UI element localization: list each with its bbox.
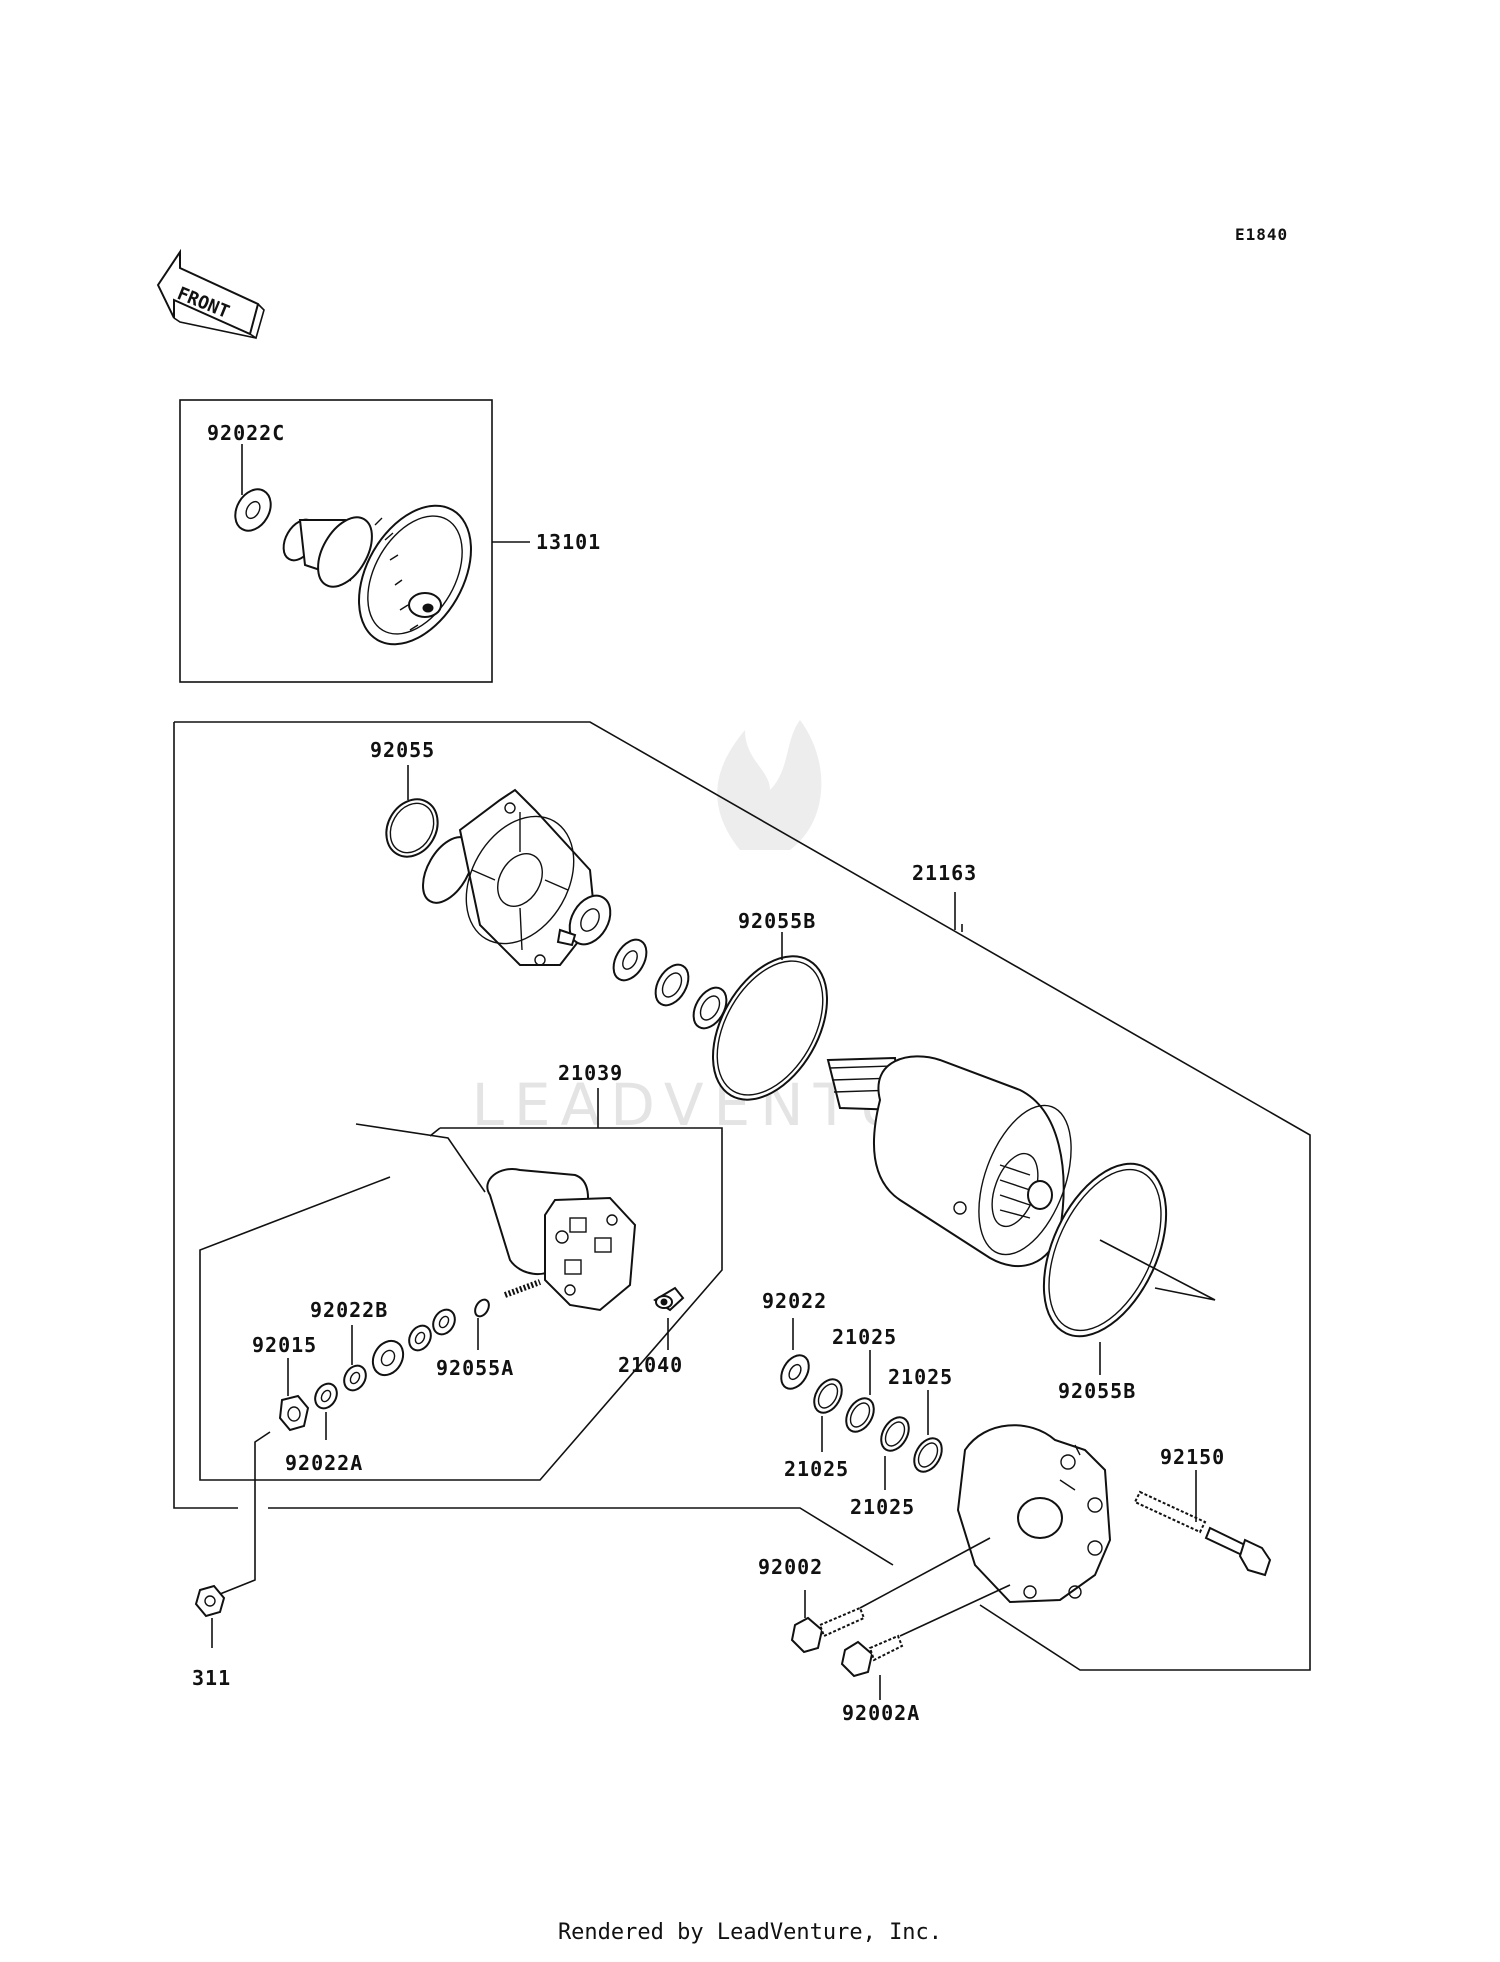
washer-92022C	[234, 488, 272, 532]
yoke-assembly	[826, 1055, 1072, 1267]
diagram-code: E1840	[1235, 225, 1288, 244]
label-21025-b: 21025	[888, 1365, 953, 1389]
label-21039: 21039	[558, 1061, 623, 1085]
label-21025-c: 21025	[784, 1457, 849, 1481]
label-92022: 92022	[762, 1289, 827, 1313]
nut-92015	[278, 1394, 310, 1432]
washers-92022B	[314, 1308, 456, 1410]
label-21025-a: 21025	[832, 1325, 897, 1349]
starter-clutch-box	[179, 399, 493, 683]
oring-92055B-rear	[1042, 1162, 1168, 1338]
label-92022B: 92022B	[310, 1298, 388, 1322]
starter-motor-outline	[174, 721, 1311, 1671]
front-cover	[422, 788, 597, 966]
label-92055: 92055	[370, 738, 435, 762]
bolt-92002	[790, 1606, 866, 1654]
washer-92022	[780, 1354, 810, 1390]
label-311: 311	[192, 1666, 231, 1690]
brush-holder-21039	[486, 1168, 637, 1312]
bolt-92002A	[840, 1634, 904, 1678]
label-21163: 21163	[912, 861, 977, 885]
bolt-92150	[1133, 1490, 1272, 1577]
label-92055B-top: 92055B	[738, 909, 816, 933]
label-92022C: 92022C	[207, 421, 285, 445]
label-92015: 92015	[252, 1333, 317, 1357]
label-21040: 21040	[618, 1353, 683, 1377]
terminal-21040	[653, 1286, 685, 1312]
nut-311	[194, 1584, 226, 1618]
label-13101: 13101	[536, 530, 601, 554]
label-21025-d: 21025	[850, 1495, 915, 1519]
label-92055B-bottom: 92055B	[1058, 1379, 1136, 1403]
label-92055A: 92055A	[436, 1356, 514, 1380]
shim-washers	[612, 938, 728, 1030]
footer-credit: Rendered by LeadVenture, Inc.	[557, 1920, 943, 1945]
oring-92055B-front	[712, 955, 828, 1101]
shims-21025	[813, 1378, 943, 1473]
lock-plate	[556, 894, 612, 947]
label-92002A: 92002A	[842, 1701, 920, 1725]
rear-cover	[956, 1424, 1112, 1604]
label-92150: 92150	[1160, 1445, 1225, 1469]
front-arrow-icon: FRONT	[156, 248, 265, 340]
oring-92055	[385, 798, 439, 858]
starter-clutch-13101	[282, 504, 472, 646]
label-92002: 92002	[758, 1555, 823, 1579]
oring-92055A	[474, 1298, 490, 1318]
brush-holder-box	[199, 1127, 723, 1481]
label-92022A: 92022A	[285, 1451, 363, 1475]
